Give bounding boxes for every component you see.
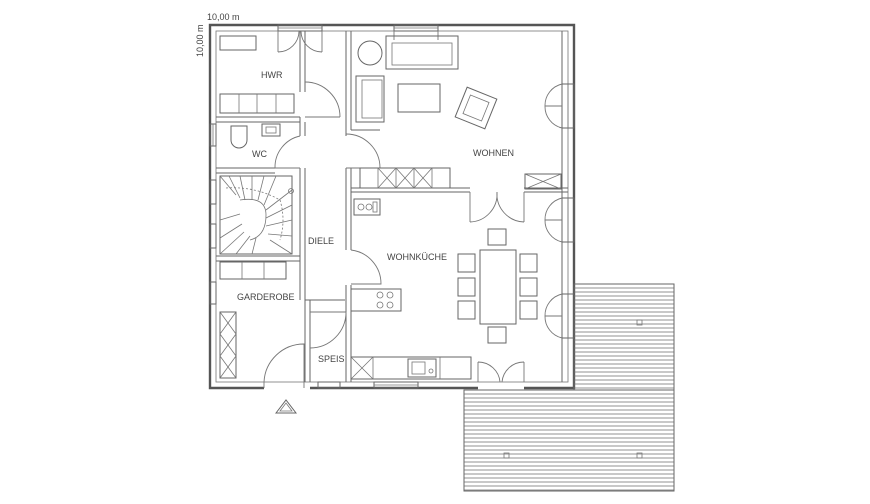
room-label-diele: DIELE [308, 236, 334, 246]
room-label-speis: SPEIS [318, 354, 345, 364]
room-label-garderobe: GARDEROBE [237, 292, 295, 302]
staircase [219, 175, 294, 255]
hwr-furnishings [219, 35, 295, 114]
wohnen-furnishings [355, 35, 562, 190]
entrance-marker [274, 399, 298, 414]
room-label-wohnen: WOHNEN [473, 148, 514, 158]
dining-table [457, 228, 538, 344]
width-dimension-label: 10,00 m [207, 12, 240, 22]
interior-walls [216, 31, 568, 382]
room-label-hwr: HWR [261, 70, 283, 80]
wc-furnishings [230, 123, 281, 149]
room-label-wc: WC [252, 149, 267, 159]
kitchen-furnishings [350, 167, 472, 380]
terrace-deck-right [573, 283, 675, 391]
terrace-deck-bottom [463, 389, 675, 492]
room-label-wohnkueche: WOHNKÜCHE [387, 252, 447, 262]
garderobe-furnishings [219, 261, 287, 379]
door-swings [263, 30, 563, 388]
height-dimension-label: 10,00 m [195, 24, 205, 57]
